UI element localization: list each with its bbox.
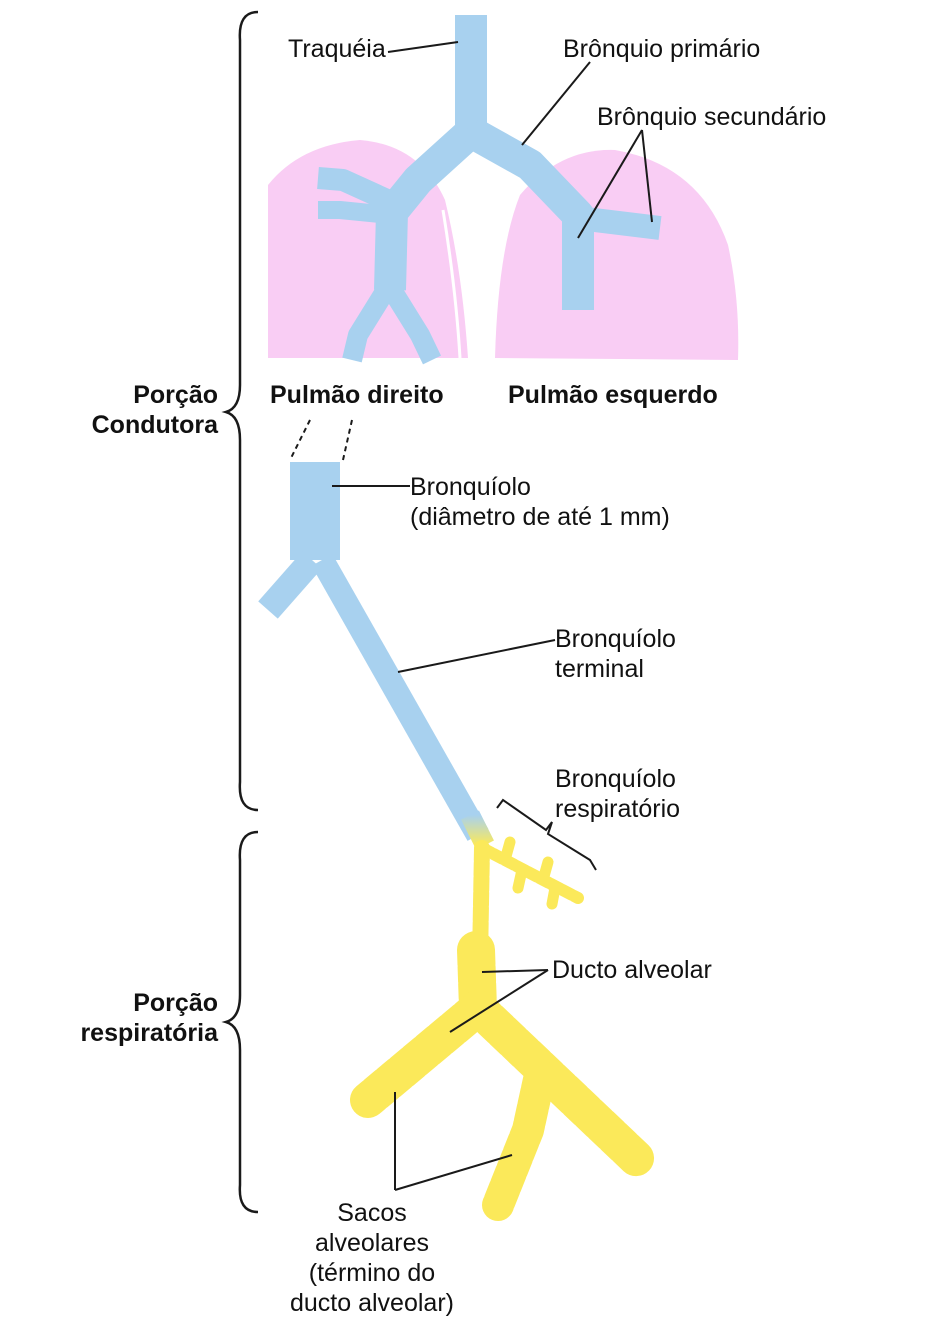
bronchiole-side-branch — [258, 551, 322, 619]
alveolar-duct-left — [350, 990, 496, 1118]
secondary-bronchus-right-upper — [317, 167, 403, 216]
secondary-bronchus-right-mid — [318, 201, 391, 224]
respiratory-portion-brace — [221, 830, 259, 1214]
bronchiole-tree — [258, 462, 489, 841]
secondary-bronchus-left — [576, 206, 662, 240]
label-alveolar-duct: Ducto alveolar — [552, 956, 712, 984]
right-lower-branch-a — [342, 279, 398, 363]
transition-segment — [461, 810, 494, 850]
respiratory-bronchiole-bracket — [496, 798, 597, 871]
right-lower-branch-b — [380, 279, 442, 365]
alveolar-bud-4 — [546, 882, 561, 910]
alveolar-bud-2 — [512, 864, 528, 894]
alveolar-bud-1 — [499, 836, 516, 866]
label-respiratory-bronchiole: Bronquíolo respiratório — [555, 765, 681, 823]
upper-airway-tree — [317, 15, 662, 365]
conducting-portion-brace — [221, 10, 259, 812]
right-lung-inner-line — [441, 209, 462, 359]
respiratory-tree — [350, 836, 656, 1221]
label-secondary-bronchus: Brônquio secundário — [597, 103, 827, 131]
annotation-lines — [289, 41, 653, 1191]
terminal-bronchiole — [311, 554, 489, 841]
primary-bronchus-right — [374, 120, 482, 291]
alveolar-duct-branch — [482, 1059, 556, 1221]
alveolar-bud-3 — [537, 856, 554, 886]
alveolar-duct-right — [460, 990, 656, 1178]
label-terminal-bronchiole: Bronquíolo terminal — [555, 625, 676, 683]
label-left-lung: Pulmão esquerdo — [508, 381, 718, 409]
label-right-lung: Pulmão direito — [270, 381, 444, 409]
label-bronchiole: Bronquíolo (diâmetro de até 1 mm) — [410, 473, 670, 531]
label-alveolar-sacs: Sacos alveolares (término do ducto alveo… — [290, 1199, 454, 1317]
label-trachea: Traquéia — [288, 35, 386, 63]
respiratory-bronchiole-branch — [476, 842, 584, 904]
primary-bronchus-left — [463, 118, 594, 310]
label-primary-bronchus: Brônquio primário — [563, 35, 761, 63]
label-conducting-portion: Porção Condutora — [91, 381, 218, 439]
label-respiratory-portion: Porção respiratória — [80, 989, 218, 1047]
